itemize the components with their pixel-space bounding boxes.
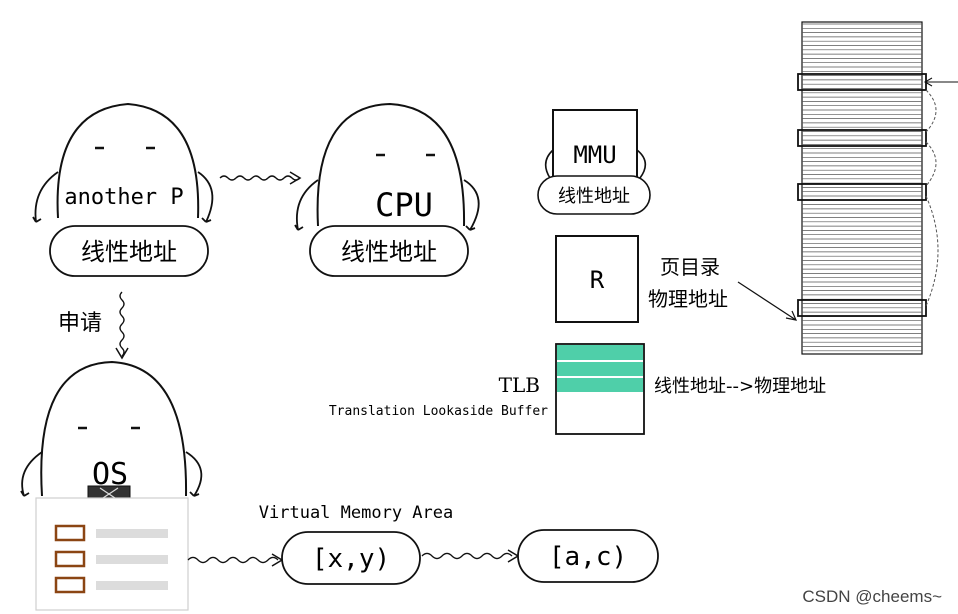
tlb-label: TLB (499, 373, 540, 397)
another-p-label: another P (64, 185, 183, 210)
page-table-arrows (923, 77, 958, 307)
mmu-address-pill (537, 175, 651, 215)
tlb-full-name: Translation Lookaside Buffer (329, 404, 548, 419)
tlb-entry (557, 378, 643, 392)
mmu-address-label: 线性地址 (558, 186, 630, 207)
page-table-entry (797, 183, 927, 201)
vma-range-xy-label: [x,y) (312, 544, 390, 574)
list-item-bar (96, 581, 168, 590)
cpu-character: CPU 线性地址 (294, 102, 480, 277)
register-r: R (555, 235, 639, 323)
cpu-address-label: 线性地址 (341, 238, 437, 266)
list-item-bar (96, 529, 168, 538)
another-p-character: another P 线性地址 (32, 102, 214, 277)
os-character: OS (20, 360, 203, 503)
list-item-checkbox (54, 576, 86, 594)
csdn-watermark: CSDN @cheems~ (802, 587, 942, 606)
tlb-unit (555, 343, 645, 435)
physical-address-label: 物理地址 (648, 287, 728, 311)
list-item-bar (96, 555, 168, 564)
vma-range-ac (517, 529, 659, 583)
cpu-label: CPU (375, 186, 433, 224)
tlb-entry (557, 345, 643, 360)
request-arrow (115, 291, 129, 360)
tlb-entry (557, 362, 643, 376)
cpu-address-pill (309, 225, 469, 277)
page-directory-label: 页目录 (660, 255, 720, 279)
os-memory-list (35, 497, 189, 611)
another-p-address-label: 线性地址 (81, 238, 177, 266)
vma-arrow-1 (187, 553, 284, 567)
page-table-entry (797, 129, 927, 147)
register-label: R (590, 266, 605, 294)
list-item-checkbox (54, 550, 86, 568)
arrow-to-cpu (219, 171, 302, 185)
tlb-mapping-label: 线性地址-->物理地址 (654, 376, 826, 397)
page-directory-arrow (737, 281, 798, 321)
vma-title: Virtual Memory Area (259, 503, 453, 523)
another-p-address-pill (49, 225, 209, 277)
vma-range-xy (281, 531, 421, 585)
list-item-checkbox (54, 524, 86, 542)
vma-arrow-2 (421, 549, 520, 563)
page-table-entry (797, 299, 927, 317)
mmu-label: MMU (573, 141, 616, 169)
vma-range-ac-label: [a,c) (549, 542, 627, 572)
request-label: 申请 (58, 311, 102, 336)
mmu-unit: MMU 线性地址 (537, 109, 651, 215)
page-table (797, 21, 927, 355)
